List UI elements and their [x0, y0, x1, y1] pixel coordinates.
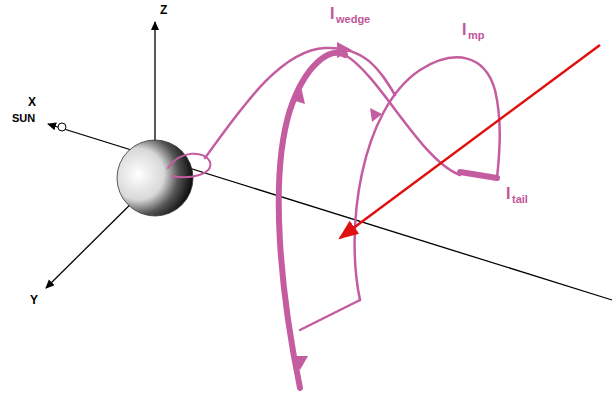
sun-symbol: [58, 123, 66, 131]
axis-label: Y: [30, 294, 38, 306]
current-arrowheads: [292, 42, 382, 370]
current-symbol: I: [506, 186, 510, 202]
sun-label: SUN: [12, 113, 35, 124]
x-axis: [48, 124, 612, 300]
current-subscript: mp: [468, 30, 485, 41]
current-symbol: I: [330, 6, 334, 22]
axis-label: X: [28, 96, 36, 108]
current-symbol: I: [462, 22, 466, 38]
axis-label: Z: [160, 4, 167, 16]
current-subscript: wedge: [336, 14, 370, 25]
current-loops: [168, 48, 500, 388]
current-subscript: tail: [512, 194, 528, 205]
pointer-arrow: [340, 45, 600, 238]
